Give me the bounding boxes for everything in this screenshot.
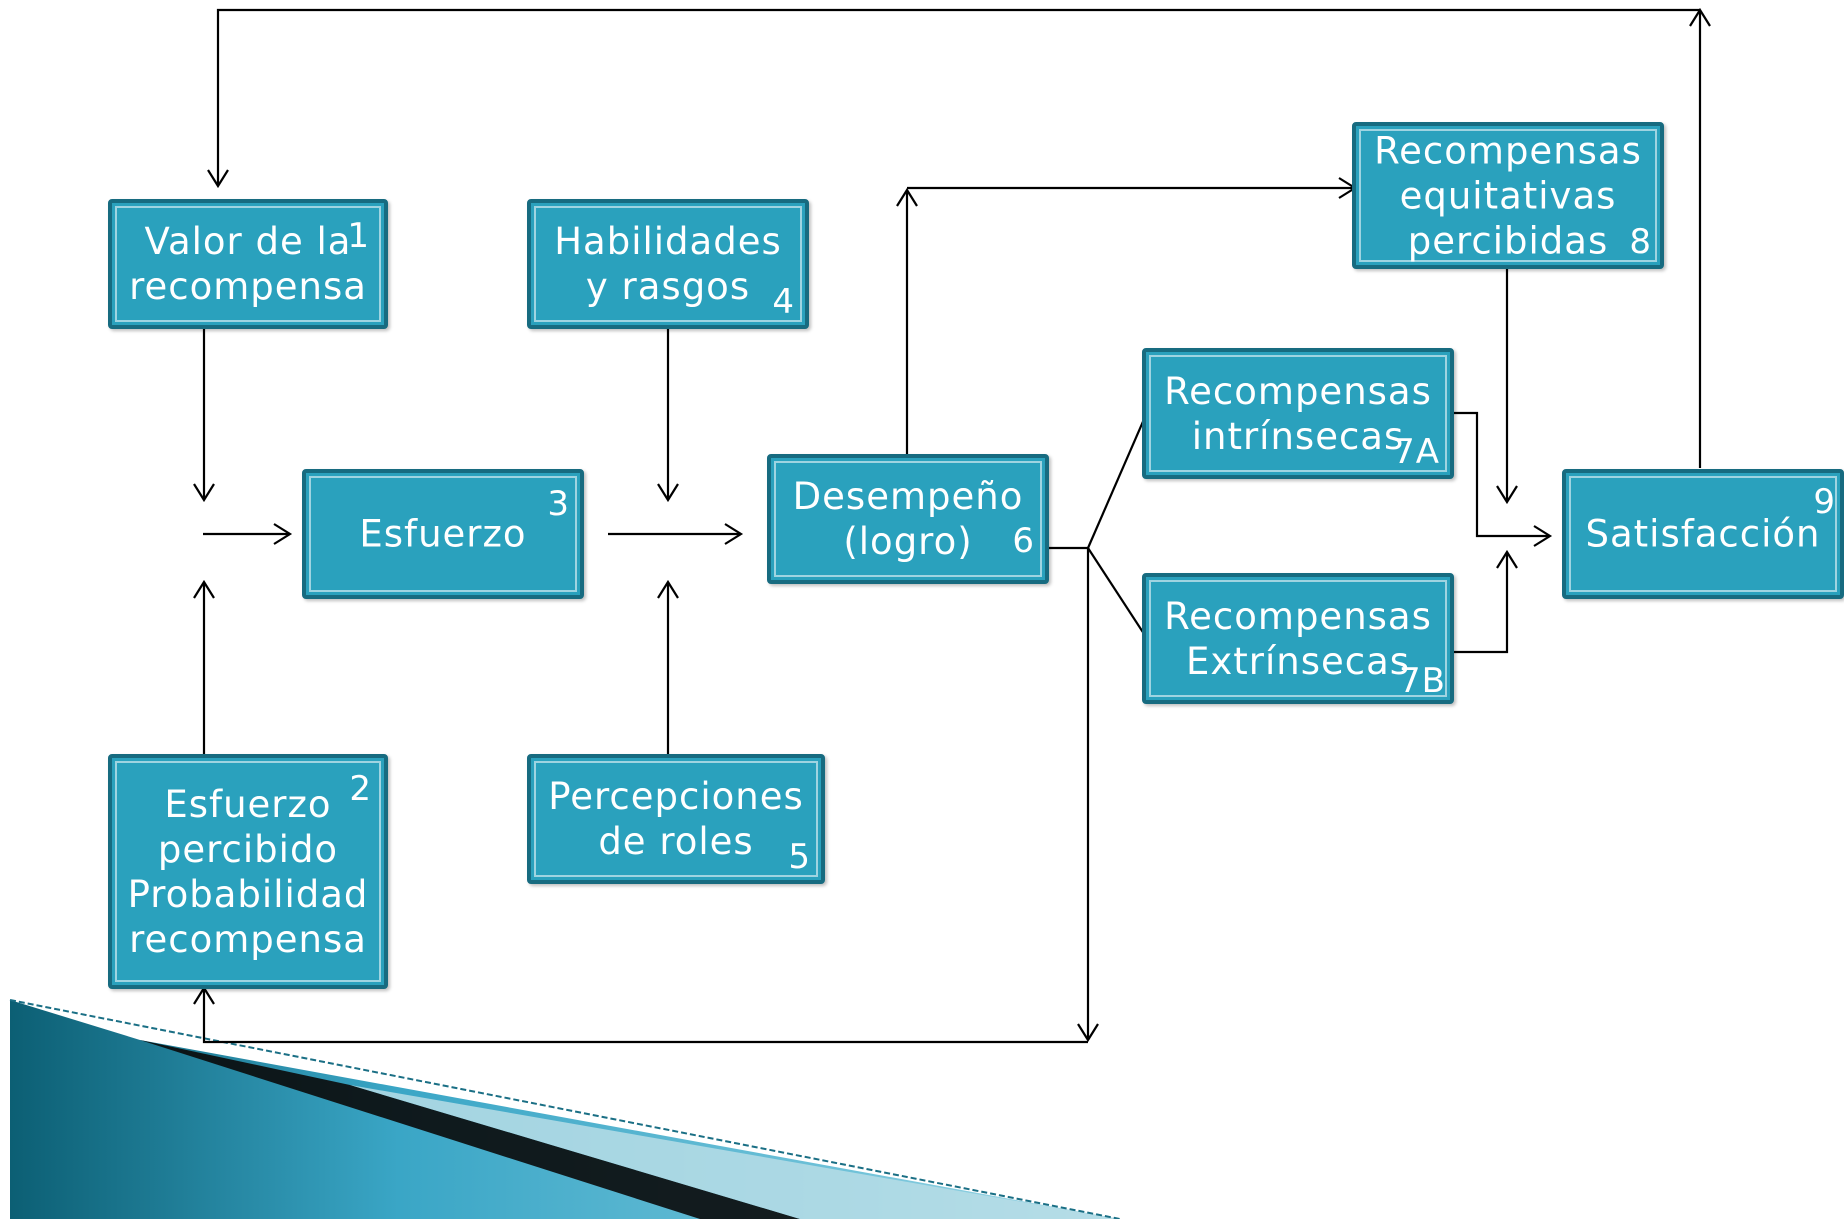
node-number: 7A [1393, 432, 1440, 472]
node-label: Recompensas Extrínsecas [1164, 594, 1432, 683]
arrowhead-up-desempeno-top [896, 187, 918, 207]
arrowhead-up-top-right [1689, 7, 1711, 27]
arrowhead-down-valor-junction [193, 483, 215, 503]
node-label: Desempeño (logro) [792, 475, 1024, 563]
line-bottom-feedback [202, 990, 1088, 1044]
decor-wedge [10, 1000, 1120, 1219]
node-number: 4 [772, 282, 795, 322]
node-habilidades: Habilidades y rasgos 4 [527, 199, 809, 329]
arrowhead-right-desempeno [724, 523, 744, 545]
node-recompensas-extrinsecas: Recompensas Extrínsecas 7B [1142, 573, 1454, 704]
decor-wedge-highlight [350, 1085, 1120, 1219]
node-number: 8 [1629, 222, 1652, 262]
arrowhead-right-satisfaccion [1533, 525, 1553, 547]
node-label: Esfuerzo [359, 512, 527, 556]
node-number: 6 [1012, 521, 1035, 561]
line-branch-to-extrinsecas [1087, 547, 1149, 641]
node-esfuerzo-percibido: Esfuerzo percibido Probabilidad recompen… [108, 754, 388, 989]
node-label: Valor de la recompensa [129, 220, 367, 308]
node-percepciones: Percepciones de roles 5 [527, 754, 825, 884]
node-recompensas-equitativas: Recompensas equitativas percibidas 8 [1352, 122, 1664, 269]
node-label: Esfuerzo percibido Probabilidad recompen… [127, 782, 369, 961]
node-label: Recompensas intrínsecas [1164, 369, 1432, 458]
node-number: 1 [347, 216, 370, 256]
node-number: 2 [349, 769, 372, 809]
node-number: 9 [1813, 482, 1836, 522]
node-satisfaccion: Satisfacción 9 [1562, 469, 1844, 599]
loop-line-satisfaccion-to-valor [216, 8, 1702, 468]
node-desempeno: Desempeño (logro) 6 [767, 454, 1049, 584]
node-valor-recompensa: Valor de la recompensa 1 [108, 199, 388, 329]
line-intrinsecas-to-satisfaccion [1450, 411, 1550, 538]
node-recompensas-intrinsecas: Recompensas intrínsecas 7A [1142, 348, 1454, 479]
arrowhead-up-extrinsecas-junction [1496, 549, 1518, 569]
line-desempeno-to-equitativas [905, 186, 1355, 455]
line-branch-to-intrinsecas [1086, 409, 1150, 549]
node-label: Habilidades y rasgos [554, 220, 782, 308]
arrowhead-down-equitativas-junction [1496, 485, 1518, 505]
node-number: 5 [788, 837, 811, 877]
arrowhead-down-valor [207, 169, 229, 189]
node-number: 3 [547, 484, 570, 524]
line-extrinsecas-to-junction [1450, 552, 1509, 654]
arrowhead-up-percepciones-junction [657, 579, 679, 599]
node-label: Satisfacción [1585, 512, 1821, 556]
decor-wedge-shadow [140, 1040, 800, 1219]
node-number: 7B [1399, 661, 1446, 701]
node-esfuerzo: Esfuerzo 3 [302, 469, 584, 599]
node-label: Recompensas equitativas percibidas [1374, 129, 1642, 262]
arrowhead-down-branch [1077, 1023, 1099, 1043]
node-label: Percepciones de roles [548, 775, 804, 863]
arrowhead-down-habilidades-junction [657, 483, 679, 503]
arrowhead-up-probabilidad-junction [193, 579, 215, 599]
arrowhead-right-esfuerzo [273, 523, 293, 545]
